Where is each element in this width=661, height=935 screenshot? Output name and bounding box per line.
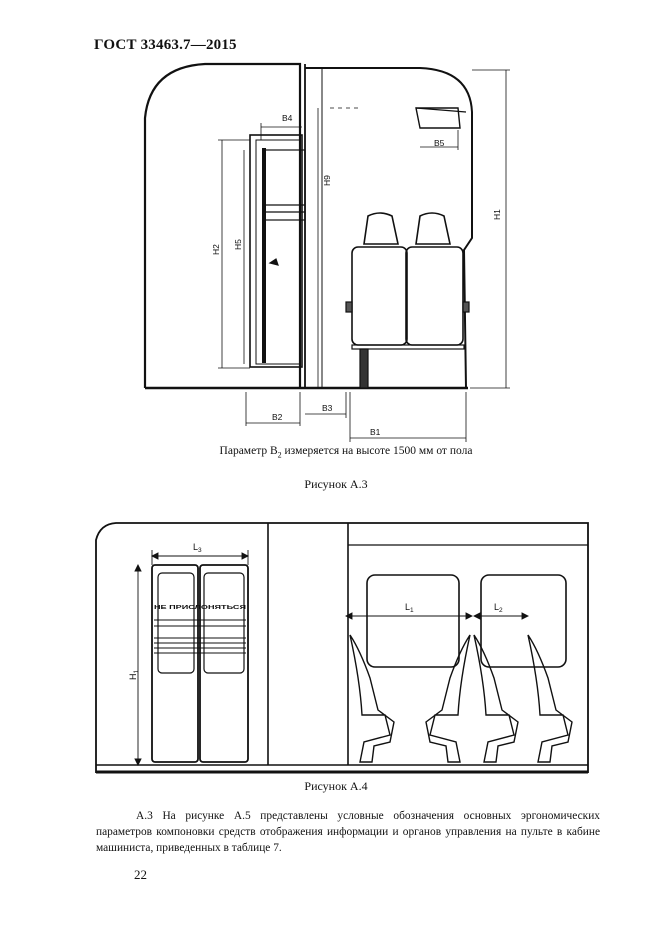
door-right	[199, 564, 249, 763]
label-h1: H1	[128, 670, 140, 681]
cab-outline	[143, 62, 302, 388]
label-l1: L1	[405, 602, 414, 614]
window-left	[366, 574, 460, 668]
seat-4	[527, 634, 573, 763]
label-b2: B2	[272, 412, 283, 422]
seat-pedestal	[359, 348, 369, 389]
cab-roof-right	[305, 67, 473, 389]
window-right	[480, 574, 567, 668]
door-handle	[268, 258, 279, 266]
seat-back-left	[351, 246, 408, 346]
label-h5: H5	[233, 239, 243, 250]
seat-headrest-left	[363, 212, 399, 245]
label-l3: L3	[193, 542, 202, 554]
label-b5: B5	[434, 138, 445, 148]
label-h2: H2	[211, 244, 221, 255]
label-b3: B3	[322, 403, 333, 413]
figure-a4-caption: Рисунок А.4	[304, 779, 368, 793]
door-left	[151, 564, 199, 763]
label-b1: B1	[370, 427, 381, 437]
figure-a4-drawing: L3 L1 L2 H1 НЕ ПРИСЛОНЯТЬСЯ	[95, 522, 589, 774]
label-h1: H1	[492, 209, 502, 220]
seat-2	[425, 634, 471, 763]
note-subscript: 2	[277, 450, 282, 460]
figure-a3-caption: Рисунок А.3	[304, 477, 368, 491]
figure-a3-note: Параметр B2 измеряется на высоте 1500 мм…	[150, 445, 542, 459]
label-b4: B4	[282, 113, 293, 123]
page-number: 22	[134, 867, 147, 882]
note-text-start: Параметр B	[219, 445, 278, 457]
document-header: ГОСТ 33463.7—2015	[94, 37, 237, 53]
door-frame	[249, 134, 303, 368]
seat-3	[473, 634, 519, 763]
figure-a3-drawing: B4 B5 H9 H1 H2 H5 B2 B3 B1	[143, 62, 510, 442]
seat-headrest-right	[415, 212, 451, 245]
seat-1	[349, 634, 395, 763]
seat-back-right	[405, 246, 464, 346]
body-paragraph: А.3 На рисунке А.5 представлены условные…	[96, 810, 600, 854]
label-h9: H9	[322, 175, 332, 186]
door-sign: НЕ ПРИСЛОНЯТЬСЯ	[154, 605, 246, 611]
car-outline	[95, 522, 589, 773]
label-l2: L2	[494, 602, 503, 614]
note-text-end: измеряется на высоте 1500 мм от пола	[281, 445, 473, 457]
